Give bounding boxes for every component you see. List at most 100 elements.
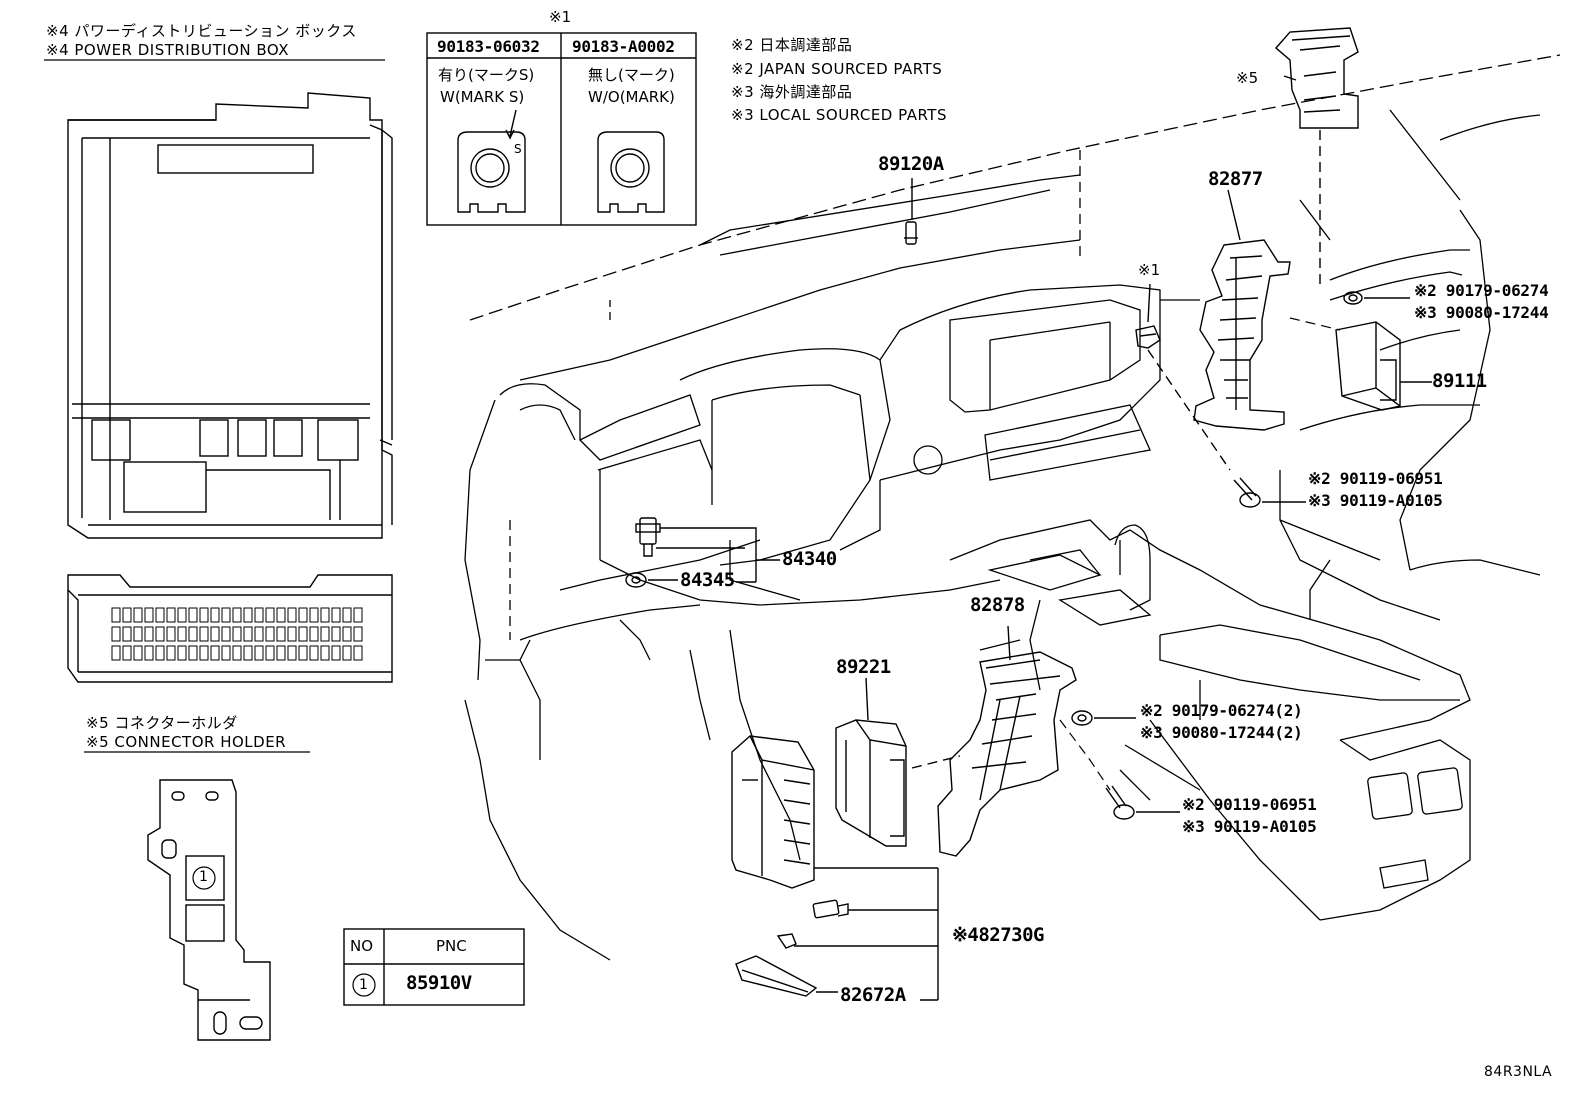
fuse-slot	[133, 645, 143, 661]
mark-table-col2-jp: 無し(マーク)	[588, 66, 675, 84]
fuse-slot	[287, 645, 297, 661]
connector-holder-note-en: ※5 CONNECTOR HOLDER	[86, 733, 287, 751]
fuse-slot	[199, 626, 209, 642]
fuse-slot	[287, 607, 297, 623]
fuse-slot	[188, 645, 198, 661]
nut-upper-local-pn: ※3 90080-17244	[1414, 303, 1549, 322]
junction-block-82730g-illustration	[731, 735, 939, 1000]
bolt-lower-illustration	[1105, 785, 1180, 820]
fuse-slot	[122, 607, 132, 623]
bolt-lower-japan-pn: ※2 90119-06951	[1182, 795, 1317, 814]
japan-sourced-note-en: ※2 JAPAN SOURCED PARTS	[731, 60, 943, 78]
fuse-slot	[144, 626, 154, 642]
connector-holder-note-jp: ※5 コネクターホルダ	[86, 714, 238, 732]
local-sourced-note-en: ※3 LOCAL SOURCED PARTS	[731, 106, 947, 124]
fuse-slot	[342, 645, 352, 661]
part-label-82672a: 82672A	[840, 984, 906, 1006]
power-distribution-box-illustration	[44, 59, 393, 539]
fuse-slot	[353, 626, 363, 642]
fuse-slot	[331, 645, 341, 661]
fuse-slot	[133, 626, 143, 642]
pnc-table-header-pnc: PNC	[436, 937, 467, 955]
fuse-slot	[111, 607, 121, 623]
nut-upper-illustration	[1343, 291, 1410, 305]
fuse-slot	[320, 626, 330, 642]
fuse-grid	[111, 607, 363, 661]
part-label-89120a: 89120A	[878, 153, 944, 175]
fuse-slot	[243, 607, 253, 623]
japan-sourced-note-jp: ※2 日本調達部品	[731, 36, 853, 54]
fuse-slot	[111, 626, 121, 642]
bolt-lower-local-pn: ※3 90119-A0105	[1182, 817, 1317, 836]
fuse-slot	[221, 645, 231, 661]
mark-table-col2-en: W/O(MARK)	[588, 88, 675, 106]
fuse-slot	[331, 607, 341, 623]
bolt-upper-japan-pn: ※2 90119-06951	[1308, 469, 1443, 488]
connector-holder-part-illustration	[1275, 27, 1359, 290]
fuse-slot	[243, 645, 253, 661]
fuse-slot	[221, 607, 231, 623]
part-label-89111: 89111	[1432, 370, 1487, 392]
relay-illustration	[812, 899, 938, 919]
fuse-slot	[254, 607, 264, 623]
pnc-table-header-no: NO	[350, 937, 374, 955]
fuse-slot	[254, 626, 264, 642]
dashed-leaders	[1059, 317, 1341, 791]
fuse-slot	[298, 607, 308, 623]
fuse-slot	[232, 645, 242, 661]
power-distribution-box-side-view	[67, 574, 393, 683]
fuse-slot	[309, 626, 319, 642]
ecu-89111-illustration	[1335, 321, 1432, 411]
socket-84345-illustration	[625, 560, 757, 588]
fuse-slot	[331, 626, 341, 642]
fuse-slot	[287, 626, 297, 642]
mark-table-col2-part-number: 90183-A0002	[572, 37, 675, 56]
pdb-note-jp: ※4 パワーディストリビューション ボックス	[46, 22, 357, 40]
fuse-slot	[166, 607, 176, 623]
part-label-82878: 82878	[970, 594, 1025, 616]
fuse-slot	[353, 607, 363, 623]
fuse-slot	[342, 607, 352, 623]
nut-lower-local-pn: ※3 90080-17244(2)	[1140, 723, 1303, 742]
nut-lower-japan-pn: ※2 90179-06274(2)	[1140, 701, 1303, 720]
fuse-slot	[353, 645, 363, 661]
fuse-slot	[298, 645, 308, 661]
bulb-84340-illustration	[635, 517, 780, 561]
ecu-89221-illustration	[835, 677, 961, 847]
cover-82672a-illustration	[735, 955, 938, 1001]
connector-holder-ref-label: ※5	[1236, 69, 1259, 87]
part-89120a-illustration	[904, 178, 918, 245]
dashboard-outline	[464, 54, 1561, 961]
fuse-slot	[210, 607, 220, 623]
fuse-slot	[276, 645, 286, 661]
fuse-slot	[199, 607, 209, 623]
bracket-82878-illustration	[937, 625, 1077, 857]
fuse-slot	[144, 645, 154, 661]
part-label-89221: 89221	[836, 656, 891, 678]
fuse-slot	[188, 607, 198, 623]
illustration-code: 84R3NLA	[1484, 1064, 1553, 1080]
fuse-slot	[210, 626, 220, 642]
fuse-slot	[111, 645, 121, 661]
fuse-slot	[122, 645, 132, 661]
mark-table-col1-jp: 有り(マークS)	[438, 66, 535, 84]
pnc-table-frame	[343, 928, 525, 1006]
fuse-slot	[166, 645, 176, 661]
local-sourced-note-jp: ※3 海外調達部品	[731, 83, 853, 101]
mark-table-col1-en: W(MARK S)	[440, 88, 525, 106]
fuse-slot	[276, 607, 286, 623]
fuse-slot	[199, 645, 209, 661]
mark-s-letter: S	[514, 142, 522, 156]
fuse-slot	[166, 626, 176, 642]
fuse-slot	[155, 607, 165, 623]
fuse-slot	[265, 626, 275, 642]
fuse-slot	[232, 607, 242, 623]
fuse-slot	[298, 626, 308, 642]
nut-lower-illustration	[1071, 710, 1136, 726]
fuse-slot	[265, 607, 275, 623]
fuse-slot	[122, 626, 132, 642]
fuse-slot	[342, 626, 352, 642]
fuse-slot	[243, 626, 253, 642]
fuse-slot	[177, 607, 187, 623]
